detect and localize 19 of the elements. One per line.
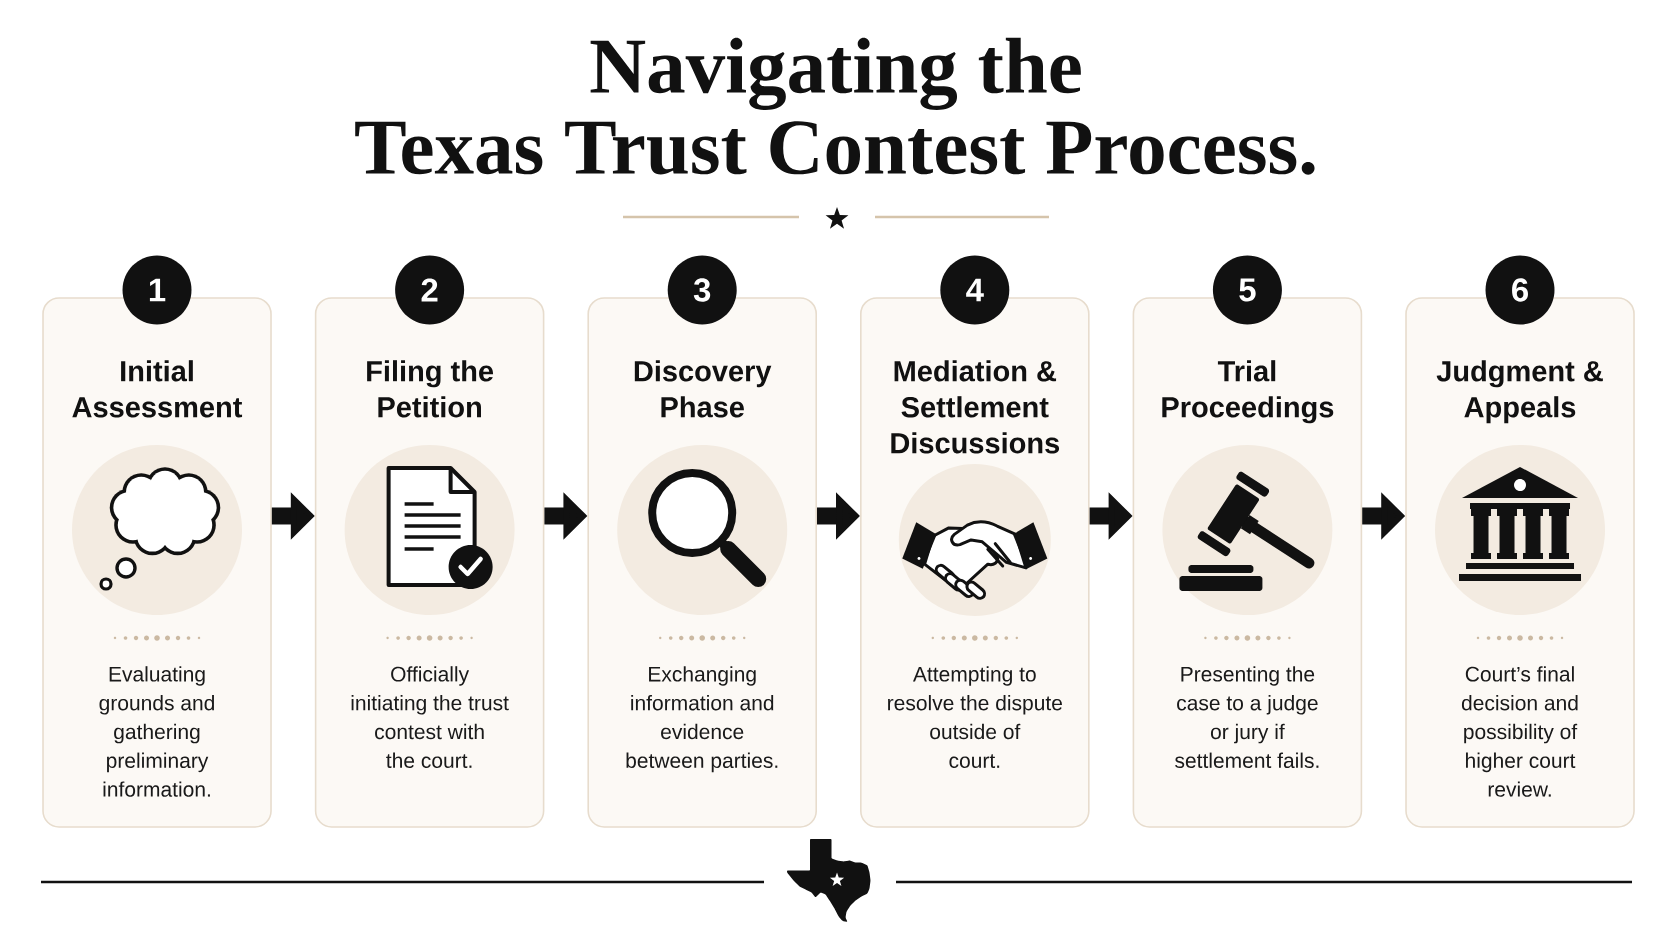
step-heading: Mediation & Settlement Discussions (891, 360, 1060, 454)
title: Navigating the Texas Trust Contest Process. (355, 37, 1315, 175)
step-description: Officially initiating the trust contest with the court. (351, 666, 509, 768)
step-heading: Trial Proceedings (1162, 360, 1334, 424)
step-description: Presenting the case to a judge or jury if settlement fails. (1175, 666, 1319, 768)
number-badge: 1 (122, 255, 192, 325)
number-badge: 6 (1485, 255, 1555, 325)
number-badge: 3 (667, 255, 737, 325)
step-heading: Initial Assessment (72, 360, 243, 418)
number-badge: 2 (395, 255, 465, 325)
step-heading: Judgment & Appeals (1436, 360, 1603, 424)
number-badge: 4 (940, 255, 1010, 325)
step-heading: Filing the Petition (367, 360, 494, 418)
step-description: Evaluating grounds and gathering preliminary information. (99, 666, 214, 797)
step-description: Exchanging information and evidence between parties. (626, 666, 778, 773)
step-heading: Discovery Phase (634, 360, 772, 418)
number-badge: 5 (1212, 255, 1282, 325)
step-description: Court’s final decision and possibility of higher court review. (1461, 666, 1578, 797)
step-description: Attempting to resolve the dispute outside of court. (888, 666, 1062, 768)
